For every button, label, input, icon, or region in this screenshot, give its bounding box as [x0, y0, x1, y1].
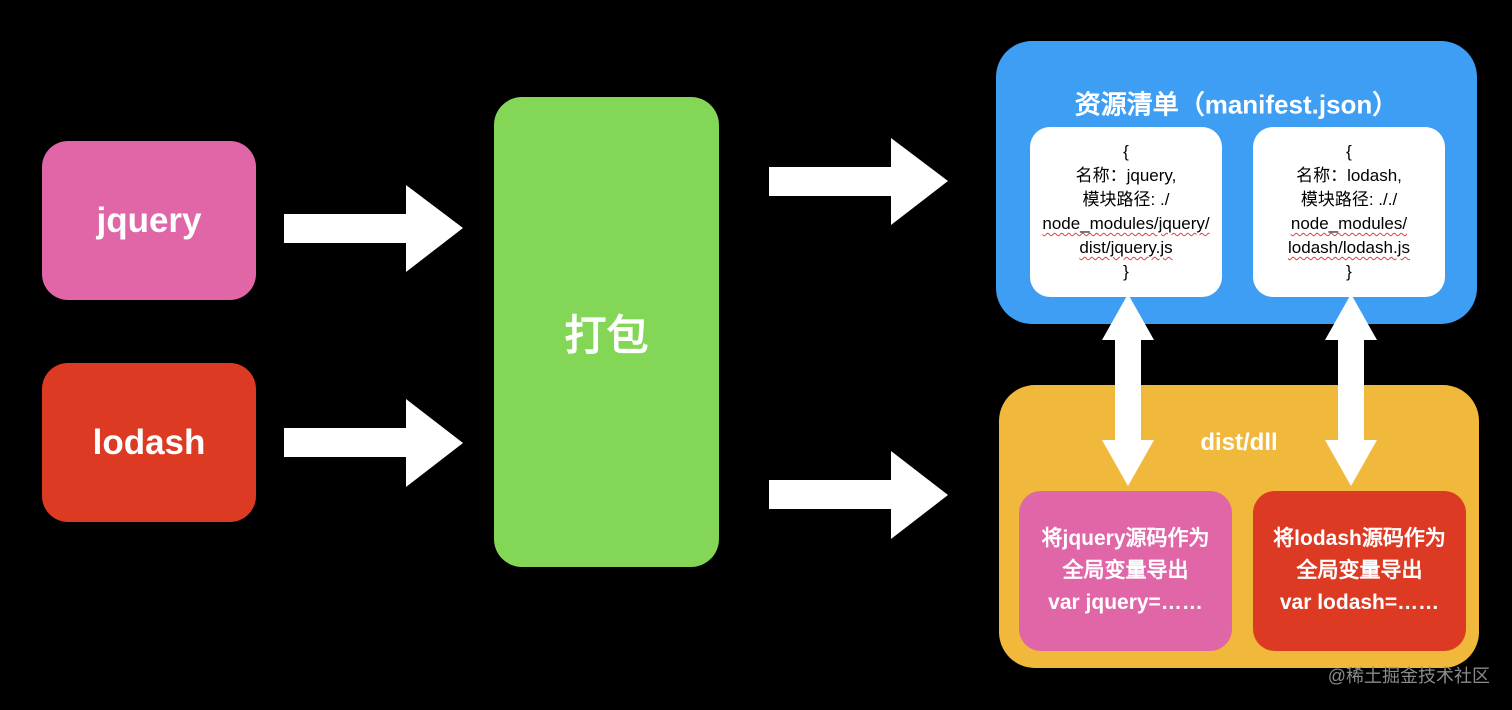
card-line: dist/jquery.js — [1079, 238, 1173, 257]
arrow-pack-to-manifest — [769, 138, 948, 225]
pack-label: 打包 — [564, 311, 649, 359]
watermark: @稀土掘金技术社区 — [1327, 666, 1490, 686]
double-arrow-lodash — [1325, 294, 1377, 486]
manifest-card-lodash: { 名称：lodash, 模块路径: ././ node_modules/ lo… — [1253, 127, 1445, 297]
card-line: 模块路径: ././ — [1300, 190, 1398, 209]
export-line: 将jquery源码作为 — [1041, 527, 1210, 550]
export-line: var jquery=…… — [1048, 591, 1203, 614]
export-box-jquery: 将jquery源码作为 全局变量导出 var jquery=…… — [1019, 491, 1232, 651]
arrow-pack-to-dist — [769, 451, 948, 539]
manifest-title: 资源清单（manifest.json） — [1074, 89, 1399, 120]
card-line: lodash/lodash.js — [1288, 238, 1410, 257]
card-line: 名称：lodash, — [1296, 166, 1402, 185]
lodash-source-box: lodash — [42, 363, 256, 522]
dist-dll-panel: dist/dll 将jquery源码作为 全局变量导出 var jquery=…… — [999, 385, 1479, 668]
card-line: node_modules/ — [1290, 214, 1408, 233]
manifest-card-jquery: { 名称：jquery, 模块路径: ./ node_modules/jquer… — [1030, 127, 1222, 297]
card-line: { — [1123, 142, 1129, 161]
arrow-jquery-to-pack — [284, 185, 463, 272]
card-line: { — [1346, 142, 1352, 161]
lodash-source-label: lodash — [92, 422, 206, 462]
card-line: } — [1346, 262, 1352, 281]
export-line: 全局变量导出 — [1062, 559, 1189, 582]
card-line: 模块路径: ./ — [1082, 190, 1170, 209]
manifest-panel: 资源清单（manifest.json） { 名称：jquery, 模块路径: .… — [996, 41, 1477, 324]
export-box-lodash: 将lodash源码作为 全局变量导出 var lodash=…… — [1253, 491, 1466, 651]
arrow-lodash-to-pack — [284, 399, 463, 487]
jquery-source-label: jquery — [96, 200, 202, 240]
card-line: node_modules/jquery/ — [1042, 214, 1210, 233]
export-line: 全局变量导出 — [1296, 559, 1423, 582]
jquery-source-box: jquery — [42, 141, 256, 300]
card-line: 名称：jquery, — [1075, 166, 1177, 185]
pack-box: 打包 — [494, 97, 719, 567]
double-arrow-jquery — [1102, 294, 1154, 486]
export-line: var lodash=…… — [1279, 591, 1440, 614]
card-line: } — [1123, 262, 1129, 281]
export-line: 将lodash源码作为 — [1273, 527, 1446, 550]
dist-dll-title: dist/dll — [1200, 429, 1278, 456]
